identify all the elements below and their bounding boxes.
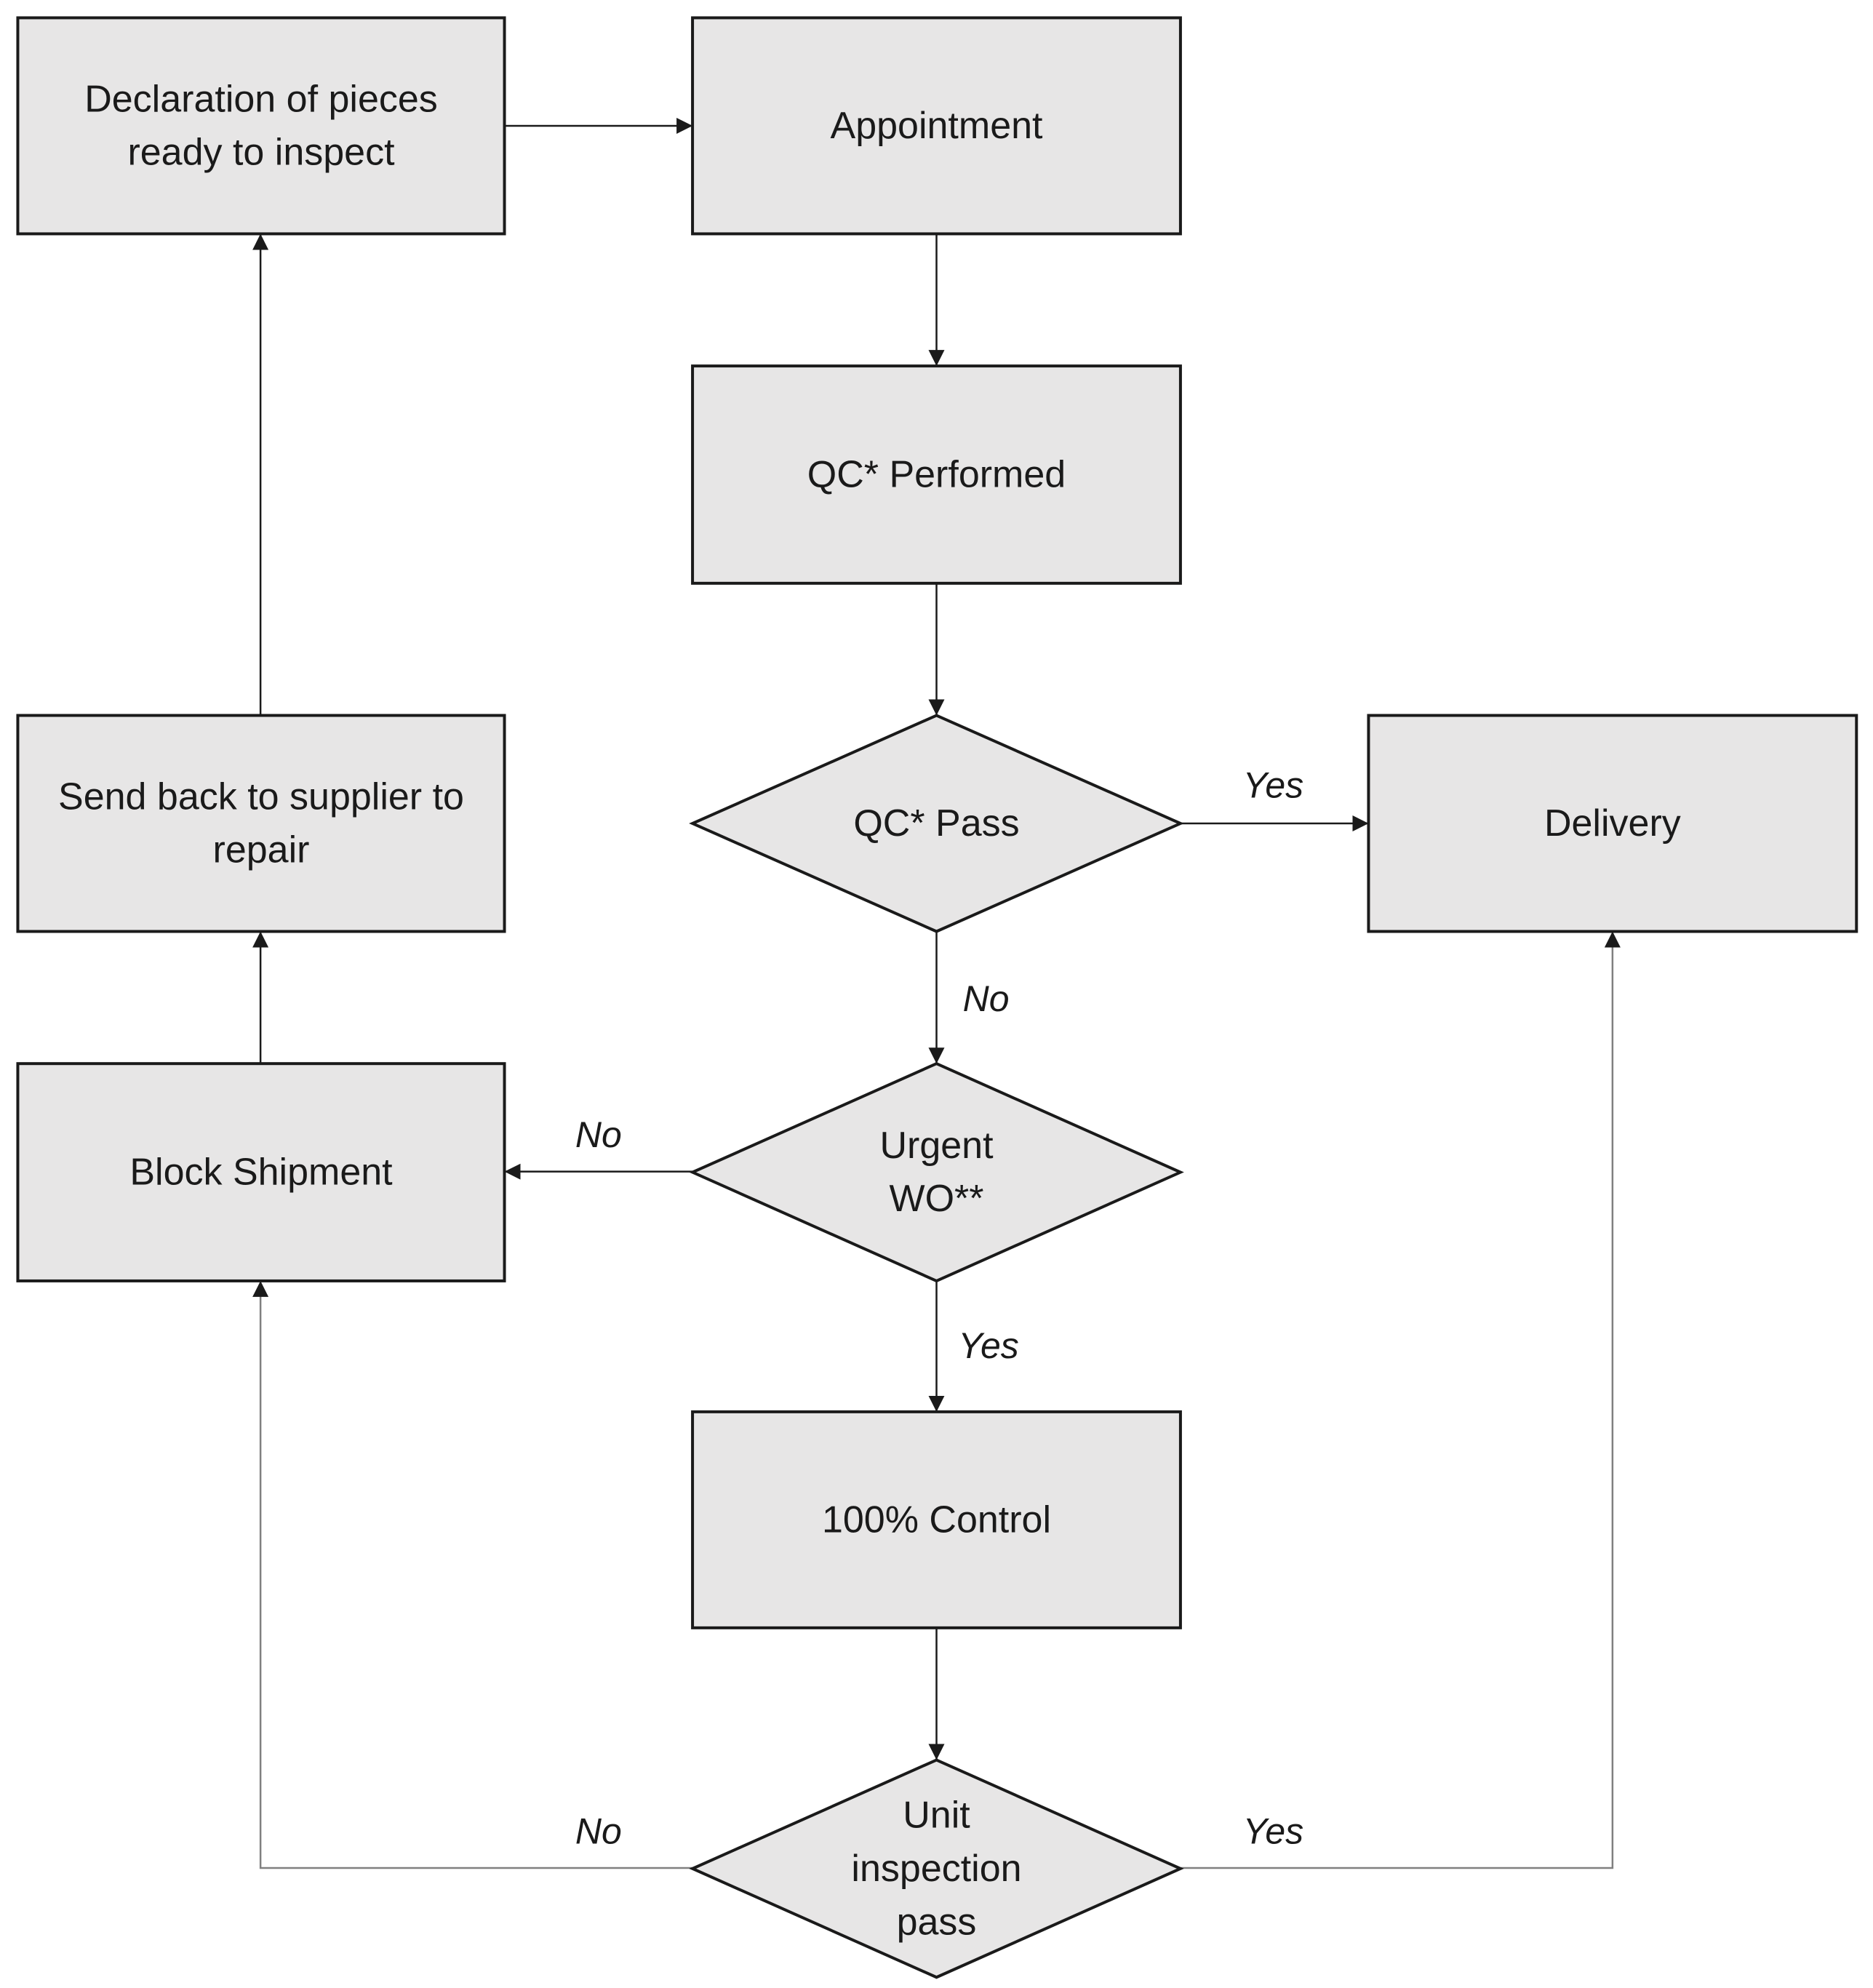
node-block-shipment: Block Shipment <box>16 1062 506 1282</box>
node-send-back-label-line: Send back to supplier to <box>58 775 464 818</box>
edge-label-urgent-wo-to-control: Yes <box>958 1325 1018 1366</box>
node-block-shipment-label-line: Block Shipment <box>129 1151 393 1194</box>
node-declaration-shape <box>16 16 506 236</box>
node-unit-inspection-label-line: Unit <box>903 1795 970 1837</box>
edge-label-urgent-wo-to-block-shipment: No <box>575 1114 622 1155</box>
node-send-back-shape <box>16 714 506 933</box>
node-qc-pass-label-line: QC* Pass <box>853 802 1019 845</box>
node-block-shipment-shape <box>16 1062 506 1282</box>
nodes-layer: Declaration of pieces ready to inspect App… <box>16 16 1858 1979</box>
edge-unit-inspection-to-delivery <box>1180 931 1621 1869</box>
node-appointment-shape <box>691 16 1182 236</box>
node-send-back: Send back to supplier to repair <box>16 714 506 933</box>
node-delivery: Delivery <box>1367 714 1858 933</box>
edge-label-unit-inspection-to-delivery: Yes <box>1243 1811 1303 1851</box>
node-send-back-label-line: repair <box>213 829 310 871</box>
node-urgent-wo-label-line: Urgent <box>879 1125 994 1167</box>
node-urgent-wo-label-line: WO** <box>890 1178 984 1220</box>
node-control-label-line: 100% Control <box>822 1498 1051 1541</box>
node-unit-inspection-label-line: inspection <box>851 1848 1021 1890</box>
node-declaration-label-line: ready to inspect <box>127 132 395 174</box>
node-qc-performed-label-line: QC* Performed <box>807 453 1066 495</box>
node-appointment: Appointment <box>691 16 1182 236</box>
edge-label-qc-pass-to-delivery: Yes <box>1243 765 1303 806</box>
edge-unit-inspection-to-block-shipment <box>252 1280 693 1869</box>
node-qc-performed-shape <box>691 364 1182 585</box>
node-qc-performed: QC* Performed <box>691 364 1182 585</box>
node-appointment-label-line: Appointment <box>831 105 1044 147</box>
node-delivery-shape <box>1367 714 1858 933</box>
node-control-shape <box>691 1410 1182 1629</box>
edges-layer <box>252 117 1621 1869</box>
node-qc-pass: QC* Pass <box>689 714 1184 933</box>
node-unit-inspection-shape <box>689 1758 1184 1979</box>
node-unit-inspection-label-line: pass <box>897 1901 977 1943</box>
node-delivery-label-line: Delivery <box>1544 802 1681 845</box>
node-urgent-wo-shape <box>689 1062 1184 1283</box>
node-qc-pass-shape <box>689 714 1184 933</box>
node-declaration-label-line: Declaration of pieces <box>84 78 438 120</box>
node-control: 100% Control <box>691 1410 1182 1629</box>
edge-label-unit-inspection-to-block-shipment: No <box>575 1811 622 1851</box>
node-declaration: Declaration of pieces ready to inspect <box>16 16 506 236</box>
node-unit-inspection: Unit inspection pass <box>689 1758 1184 1979</box>
edge-label-qc-pass-to-urgent-wo: No <box>963 978 1010 1019</box>
